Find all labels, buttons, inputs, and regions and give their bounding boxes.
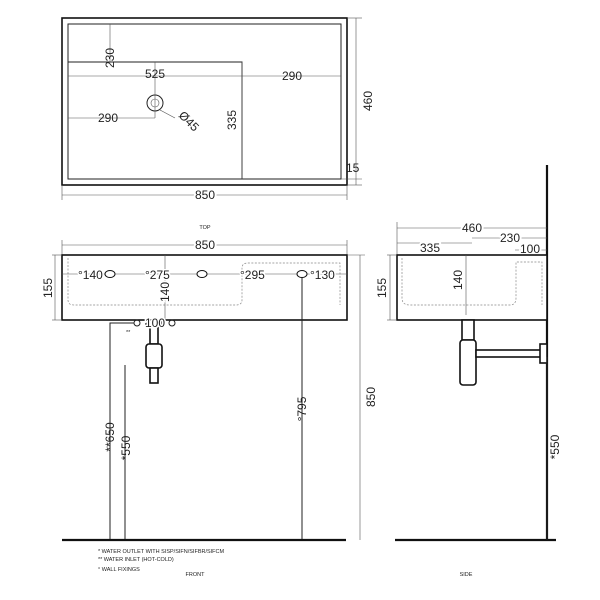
dim-hole2: °275 xyxy=(145,268,170,282)
side-dim-outlet-height: *550 xyxy=(548,434,562,459)
dim-drain-offset: 290 xyxy=(98,111,118,125)
side-dim-back: 100 xyxy=(520,242,540,256)
dim-fixing-height: °795 xyxy=(295,396,309,421)
front-view-title: FRONT xyxy=(186,572,206,578)
side-outline xyxy=(396,254,548,321)
dim-basin-depth: 335 xyxy=(225,110,239,130)
dim-total-height: 850 xyxy=(364,387,378,407)
dim-hole3: °295 xyxy=(240,268,265,282)
fixing-hole xyxy=(196,270,208,278)
waste-trap xyxy=(145,319,163,384)
inlet-mark: ** xyxy=(126,330,131,336)
notes: * WATER OUTLET WITH SISP/SIFN/SIFBR/SIFC… xyxy=(98,549,225,573)
note-water-inlet: ** WATER INLET (HOT-COLD) xyxy=(98,557,174,563)
fixing-hole xyxy=(296,270,308,278)
dim-basin-width: 525 xyxy=(145,67,165,81)
dim-inlet-spacing: 100 xyxy=(145,316,165,330)
front-dim-width: 850 xyxy=(195,238,215,252)
wall-fixing-holes xyxy=(104,270,308,278)
dim-basin-top: 230 xyxy=(103,48,117,68)
dim-width: 850 xyxy=(195,188,215,202)
dim-depth: 460 xyxy=(361,91,375,111)
dim-hole4: °130 xyxy=(310,268,335,282)
front-dim-height: 155 xyxy=(41,278,55,298)
front-dim-drain-depth: 140 xyxy=(158,282,172,302)
dim-inlet-height: **650 xyxy=(103,422,117,452)
dim-rim: 15 xyxy=(346,161,360,175)
side-dim-shelf: 230 xyxy=(500,231,520,245)
side-dim-basin: 335 xyxy=(420,241,440,255)
top-view: 230 525 290 290 335 Ø45 460 15 850 TOP xyxy=(61,17,375,231)
side-dim-height: 155 xyxy=(375,278,389,298)
fixing-hole xyxy=(104,270,116,278)
side-dim-drain-depth: 140 xyxy=(451,270,465,290)
note-water-outlet: * WATER OUTLET WITH SISP/SIFN/SIFBR/SIFC… xyxy=(98,549,225,555)
top-outline xyxy=(61,17,348,186)
note-wall-fixings: ° WALL FIXINGS xyxy=(98,567,140,573)
inlet-hot xyxy=(133,319,141,327)
side-dim-depth: 460 xyxy=(462,221,482,235)
side-view: 460 335 230 100 155 140 *550 SIDE xyxy=(375,165,562,578)
front-view: 850 155 °140 °275 °295 °130 140 100 xyxy=(41,236,378,578)
side-waste-trap xyxy=(459,319,548,386)
side-view-title: SIDE xyxy=(460,572,473,578)
dim-right-shelf: 290 xyxy=(282,69,302,83)
top-view-title: TOP xyxy=(199,225,211,231)
dim-hole1: °140 xyxy=(78,268,103,282)
inlet-cold xyxy=(168,319,176,327)
dim-outlet-height: *550 xyxy=(119,435,133,460)
front-outline xyxy=(61,254,348,321)
top-rim xyxy=(67,23,342,180)
